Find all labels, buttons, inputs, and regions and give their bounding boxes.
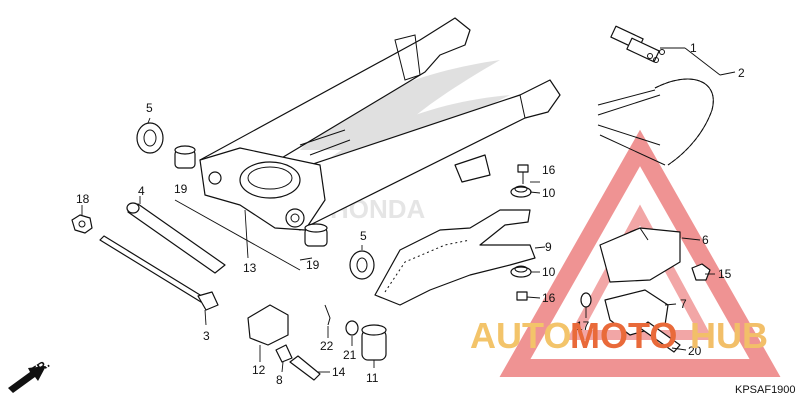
- part-label-17: 17: [576, 319, 590, 333]
- part-label-8: 8: [276, 373, 283, 387]
- bolt-16-upper: [517, 164, 529, 184]
- watermark-text: AUTO MOTO HUB: [470, 315, 768, 356]
- part-label-2: 2: [738, 66, 745, 80]
- swingarm: [199, 17, 561, 231]
- part-label-20: 20: [688, 344, 702, 358]
- chain-adjuster-7: [604, 289, 669, 336]
- bolt-16-lower: [516, 291, 528, 301]
- collar-19-upper: [174, 145, 196, 169]
- bearing-5-top: [136, 122, 164, 154]
- nut-18: [71, 214, 93, 234]
- part-label-6: 6: [702, 233, 709, 247]
- collar-19-lower: [304, 223, 328, 247]
- part-label-11: 11: [366, 371, 379, 385]
- part-label-18: 18: [76, 192, 90, 206]
- part-label-16: 16: [542, 163, 556, 177]
- part-label-1: 1: [690, 41, 697, 55]
- watermark-auto: AUTO: [470, 315, 571, 356]
- diagram-code: KPSAF1900: [735, 384, 796, 396]
- axle-plate-12: [247, 304, 289, 346]
- cotter-pin-22: [324, 304, 331, 326]
- part-label-19: 19: [174, 182, 188, 196]
- bolt-15: [691, 263, 711, 281]
- pivot-collar-4: [126, 202, 226, 274]
- part-label-5: 5: [146, 101, 153, 115]
- watermark-hub: HUB: [690, 315, 768, 356]
- part-label-15: 15: [718, 267, 732, 281]
- rubber-10-upper: [510, 185, 532, 198]
- bolt-8: [275, 344, 293, 363]
- part-label-21: 21: [343, 348, 357, 362]
- part-label-19: 19: [306, 258, 320, 272]
- chain-joint-plates: [610, 25, 665, 63]
- part-label-7: 7: [680, 297, 687, 311]
- bolt-14: [289, 355, 321, 381]
- washer-21: [345, 320, 359, 336]
- bearing-5-lower: [349, 250, 375, 280]
- part-label-14: 14: [332, 365, 346, 379]
- part-label-16: 16: [542, 291, 556, 305]
- part-label-10: 10: [542, 186, 556, 200]
- part-label-4: 4: [138, 184, 145, 198]
- chain-slider: [374, 209, 536, 306]
- bolt-20: [639, 321, 681, 353]
- front-direction-arrow: FR.: [8, 356, 52, 393]
- chain-adjuster-6: [599, 227, 681, 283]
- watermark-moto: MOTO: [570, 315, 677, 356]
- part-label-3: 3: [203, 329, 210, 343]
- part-label-9: 9: [545, 240, 552, 254]
- spacer-11: [361, 324, 387, 361]
- drive-chain: [597, 25, 714, 166]
- part-label-5: 5: [360, 229, 367, 243]
- part-label-10: 10: [542, 265, 556, 279]
- part-label-22: 22: [320, 339, 334, 353]
- pivot-bolt-3: [99, 235, 219, 311]
- leader-lines: [81, 47, 736, 373]
- part-label-12: 12: [252, 363, 266, 377]
- part-label-13: 13: [243, 261, 257, 275]
- rubber-10-lower: [510, 265, 532, 278]
- washer-17: [580, 292, 592, 308]
